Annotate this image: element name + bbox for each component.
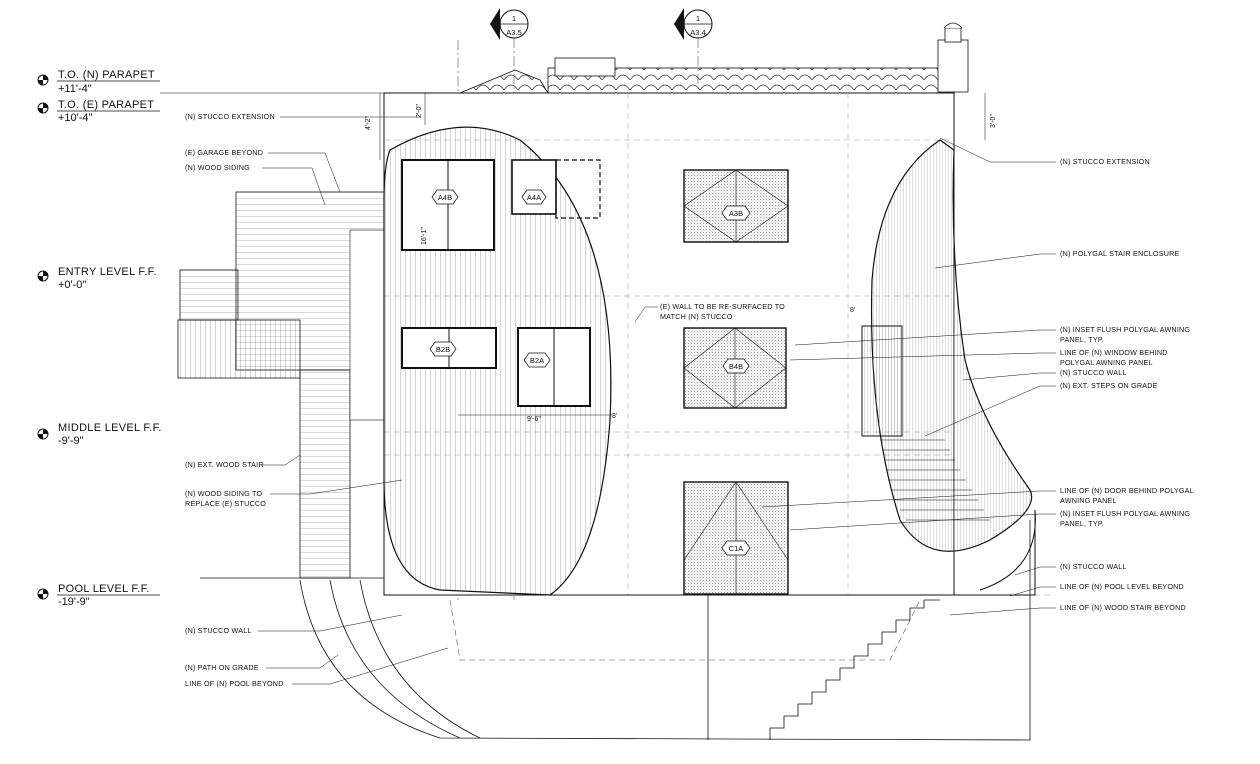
window-tag: C1A [729,544,744,553]
note: (N) STUCCO WALL [1060,562,1127,571]
dimension: 9'-6" [527,416,541,423]
note: (N) STUCCO EXTENSION [185,112,275,121]
note: LINE OF (N) WINDOW BEHIND [1060,348,1168,357]
note: (E) GARAGE BEYOND [185,148,263,157]
window-tag: B4B [729,362,743,371]
note: (N) INSET FLUSH POLYGAL AWNING [1060,325,1190,334]
level-name: MIDDLE LEVEL F.F. [58,422,162,434]
level-elevation: -19'-9" [58,596,90,608]
window-a4a: A4A [511,159,601,219]
notes-left: (N) STUCCO EXTENSION (E) GARAGE BEYOND (… [185,112,449,688]
main-facade: A4B A4A A3B B2B B2A [383,92,1050,596]
level-name: T.O. (N) PARAPET [58,69,155,81]
window-b4b: B4B [683,327,787,409]
note: LINE OF (N) WOOD STAIR BEYOND [1060,603,1186,612]
note: (N) STUCCO EXTENSION [1060,157,1150,166]
level-name: T.O. (E) PARAPET [58,99,154,111]
dimension: 4'-2" [365,116,372,130]
level-elevation: +11'-4" [58,83,92,95]
polygal-stair-enclosure [870,139,1033,552]
window-tag: B2B [436,345,450,354]
level-name: ENTRY LEVEL F.F. [58,266,157,278]
notes-right: (N) STUCCO EXTENSION (N) POLYGAL STAIR E… [761,137,1194,616]
note: LINE OF (N) POOL BEYOND [185,679,284,688]
level-elevation: +0'-0" [58,279,86,291]
door-c1a: C1A [683,481,789,595]
window-a3b: A3B [683,169,789,243]
window-tag: B2A [530,356,544,365]
section-number: 1 [696,14,700,23]
section-marker-a3-4: 1 A3.4 [674,8,713,40]
level-markers: T.O. (N) PARAPET +11'-4" T.O. (E) PARAPE… [37,69,955,608]
note: (N) EXT. STEPS ON GRADE [1060,381,1158,390]
note: (N) STUCCO WALL [1060,368,1127,377]
window-a4b: A4B [401,159,495,251]
note: (N) POLYGAL STAIR ENCLOSURE [1060,249,1180,258]
note: (N) STUCCO WALL [185,626,252,635]
note: (N) PATH ON GRADE [185,663,259,672]
dimension: 3'-0" [990,114,997,128]
window-tag: A4A [527,193,541,202]
section-number: 1 [512,14,516,23]
notes-center: (E) WALL TO BE RE-SURFACED TO MATCH (N) … [634,302,785,323]
dimension: 2'-0" [416,104,423,118]
left-wing [177,191,385,579]
dimensions: 4'-2" 2'-0" 3'-0" 16'-1" 9'-6" 8' 8' [365,93,997,423]
level-marker-pool: POOL LEVEL F.F. -19'-9" [37,583,160,608]
note: (N) EXT. WOOD STAIR [185,460,264,469]
section-marker-a3-5: 1 A3.5 [490,8,529,40]
dimension: 16'-1" [421,227,428,245]
window-tag: A3B [729,209,743,218]
window-tag: A4B [438,193,452,202]
base-and-grade [299,509,1036,741]
window-b2b: B2B [401,327,497,369]
level-elevation: +10'-4" [58,112,93,124]
note: REPLACE (E) STUCCO [185,499,266,508]
level-marker-existing-parapet: T.O. (E) PARAPET +10'-4" [37,99,160,124]
roof [459,22,969,94]
note: (E) WALL TO BE RE-SURFACED TO [660,302,785,311]
section-sheet: A3.5 [506,28,521,37]
note: MATCH (N) STUCCO [660,312,733,321]
note: (N) WOOD SIDING [185,163,250,172]
note: PANEL, TYP. [1060,335,1104,344]
note: PANEL, TYP. [1060,519,1104,528]
note: AWNING PANEL [1060,496,1117,505]
section-sheet: A3.4 [690,28,705,37]
note: (N) WOOD SIDING TO [185,489,262,498]
window-b2a: B2A [517,327,591,407]
note: LINE OF (N) POOL LEVEL BEYOND [1060,582,1184,591]
note: (N) INSET FLUSH POLYGAL AWNING [1060,509,1190,518]
dimension: 8' [850,307,855,314]
stair-treads [880,439,990,521]
level-elevation: -9'-9" [58,435,84,447]
level-marker-entry: ENTRY LEVEL F.F. +0'-0" [37,266,157,291]
level-name: POOL LEVEL F.F. [58,583,150,595]
level-marker-middle: MIDDLE LEVEL F.F. -9'-9" [37,422,162,447]
dimension: 8' [612,413,617,420]
note: POLYGAL AWNING PANEL [1060,358,1153,367]
note: LINE OF (N) DOOR BEHIND POLYGAL [1060,486,1194,495]
